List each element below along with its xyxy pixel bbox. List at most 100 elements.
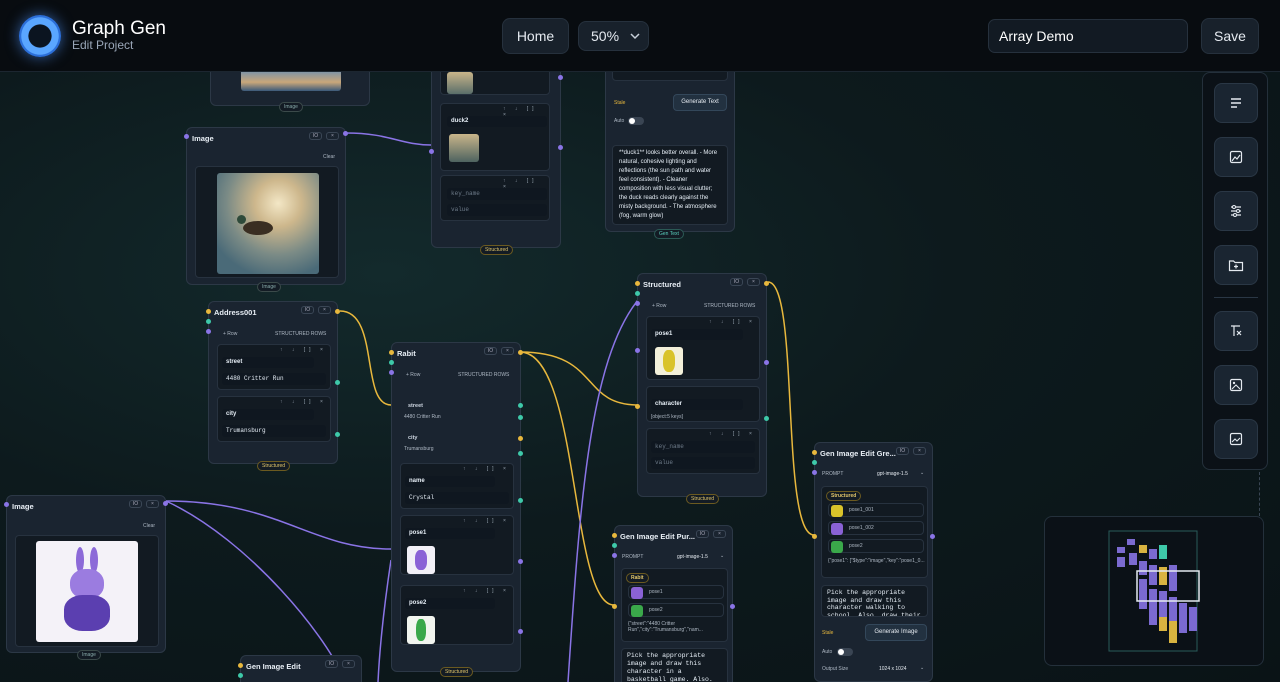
output-port[interactable] (730, 604, 735, 609)
close-button[interactable]: × (146, 500, 159, 508)
image-tool-button[interactable] (1214, 137, 1258, 177)
input-port[interactable] (635, 301, 640, 306)
add-row-button[interactable]: + Row (652, 303, 667, 309)
close-button[interactable]: × (318, 306, 331, 314)
minimap[interactable] (1044, 516, 1264, 666)
output-port[interactable] (764, 416, 769, 421)
row-key[interactable]: character (651, 399, 743, 410)
io-button[interactable]: IO (309, 132, 322, 140)
output-size-select[interactable]: 1024 x 1024 (879, 666, 907, 672)
project-name-input[interactable] (988, 19, 1188, 53)
row-key[interactable]: duck2 (447, 116, 547, 127)
output-port[interactable] (163, 501, 168, 506)
row-key[interactable]: pose1 (651, 329, 743, 340)
generate-text-button[interactable]: Generate Text (673, 94, 727, 111)
output-port[interactable] (518, 415, 523, 420)
output-port[interactable] (518, 403, 523, 408)
input-port[interactable] (612, 533, 617, 538)
value-input[interactable]: value (447, 204, 547, 216)
input-port[interactable] (612, 604, 617, 609)
output-port[interactable] (518, 498, 523, 503)
row-controls[interactable]: ↑ ↓ [] × (280, 347, 327, 353)
row-controls[interactable]: ↑ ↓ [] × (463, 588, 510, 594)
output-port[interactable] (335, 432, 340, 437)
save-button[interactable]: Save (1201, 18, 1259, 54)
input-port[interactable] (389, 360, 394, 365)
input-port[interactable] (812, 460, 817, 465)
io-button[interactable]: IO (730, 278, 743, 286)
prompt-textarea[interactable]: Pick the appropriate image and draw this… (621, 648, 728, 682)
output-port[interactable] (518, 350, 523, 355)
close-button[interactable]: × (342, 660, 355, 668)
key-input[interactable]: key_name (447, 188, 547, 200)
image-node[interactable]: Image IO× Clear Image (4, 495, 168, 660)
io-button[interactable]: IO (325, 660, 338, 668)
row-controls[interactable]: ↑ ↓ [] × (709, 431, 756, 437)
input-port[interactable] (635, 348, 640, 353)
input-port[interactable] (812, 470, 817, 475)
input-port[interactable] (389, 370, 394, 375)
input-port[interactable] (238, 663, 243, 668)
output-port[interactable] (930, 534, 935, 539)
input-port[interactable] (635, 404, 640, 409)
prompt-textarea[interactable] (612, 72, 728, 81)
zoom-select[interactable]: 50% (578, 21, 649, 51)
input-port[interactable] (635, 281, 640, 286)
sliders-button[interactable] (1214, 191, 1258, 231)
input-port[interactable] (612, 553, 617, 558)
clear-button[interactable]: Clear (323, 154, 335, 160)
image-node[interactable]: Image IO× Clear Image (184, 127, 348, 292)
input-port[interactable] (4, 502, 9, 507)
output-port[interactable] (558, 75, 563, 80)
io-button[interactable]: IO (696, 530, 709, 538)
close-button[interactable]: × (501, 347, 514, 355)
auto-toggle[interactable] (628, 117, 644, 125)
gen-image-edit-node[interactable]: Gen Image Edit Pur... IO× PROMPT gpt-ima… (612, 525, 735, 682)
io-button[interactable]: IO (896, 447, 909, 455)
row-key[interactable]: city (222, 409, 314, 420)
edit-image-button[interactable] (1214, 419, 1258, 459)
clear-button[interactable]: Clear (143, 523, 155, 529)
output-port[interactable] (343, 131, 348, 136)
output-port[interactable] (335, 380, 340, 385)
row-controls[interactable]: ↑ ↓ [] × (280, 399, 327, 405)
new-folder-button[interactable] (1214, 245, 1258, 285)
output-port[interactable] (335, 309, 340, 314)
output-port[interactable] (518, 436, 523, 441)
graph-canvas[interactable]: Image Image IO× Clear Image ↑ ↓ [] × duc… (0, 72, 1280, 682)
value-input[interactable]: value (651, 457, 755, 469)
model-select[interactable]: gpt-image-1.5 (677, 554, 708, 560)
input-port[interactable] (812, 534, 817, 539)
key-input[interactable]: key_name (651, 441, 755, 453)
row-controls[interactable]: ↑ ↓ [] × (503, 178, 538, 190)
input-port[interactable] (184, 134, 189, 139)
row-key[interactable]: street (222, 357, 314, 368)
output-port[interactable] (764, 281, 769, 286)
output-port[interactable] (764, 360, 769, 365)
row-key[interactable]: name (405, 476, 495, 487)
text-tool-button[interactable] (1214, 83, 1258, 123)
generate-image-button[interactable]: Generate Image (865, 624, 927, 641)
row-controls[interactable]: ↑ ↓ [] × (709, 319, 756, 325)
input-port[interactable] (635, 291, 640, 296)
input-port[interactable] (206, 309, 211, 314)
add-row-button[interactable]: + Row (406, 372, 421, 378)
close-button[interactable]: × (713, 530, 726, 538)
input-port[interactable] (238, 673, 243, 678)
address-node[interactable]: Address001 IO× + Row STRUCTURED ROWS ↑ ↓… (206, 301, 340, 471)
row-controls[interactable]: ↑ ↓ [] × (463, 518, 510, 524)
structured-node-top[interactable]: ↑ ↓ [] × duck2 ↑ ↓ [] × key_name value S… (429, 72, 563, 255)
row-value[interactable]: 4480 Critter Run (222, 373, 326, 385)
close-button[interactable]: × (913, 447, 926, 455)
rabit-node[interactable]: Rabit IO× + Row STRUCTURED ROWS street 4… (389, 342, 523, 677)
io-button[interactable]: IO (301, 306, 314, 314)
gen-image-edit-node[interactable]: Gen Image Edit Gre... IO× PROMPT gpt-ima… (812, 442, 935, 682)
input-port[interactable] (812, 450, 817, 455)
input-port[interactable] (429, 149, 434, 154)
auto-toggle[interactable] (837, 648, 853, 656)
input-port[interactable] (389, 350, 394, 355)
gen-image-edit-node[interactable]: Gen Image Edit IO× (238, 655, 362, 682)
row-value[interactable]: Crystal (405, 492, 509, 504)
output-port[interactable] (518, 629, 523, 634)
input-port[interactable] (206, 329, 211, 334)
